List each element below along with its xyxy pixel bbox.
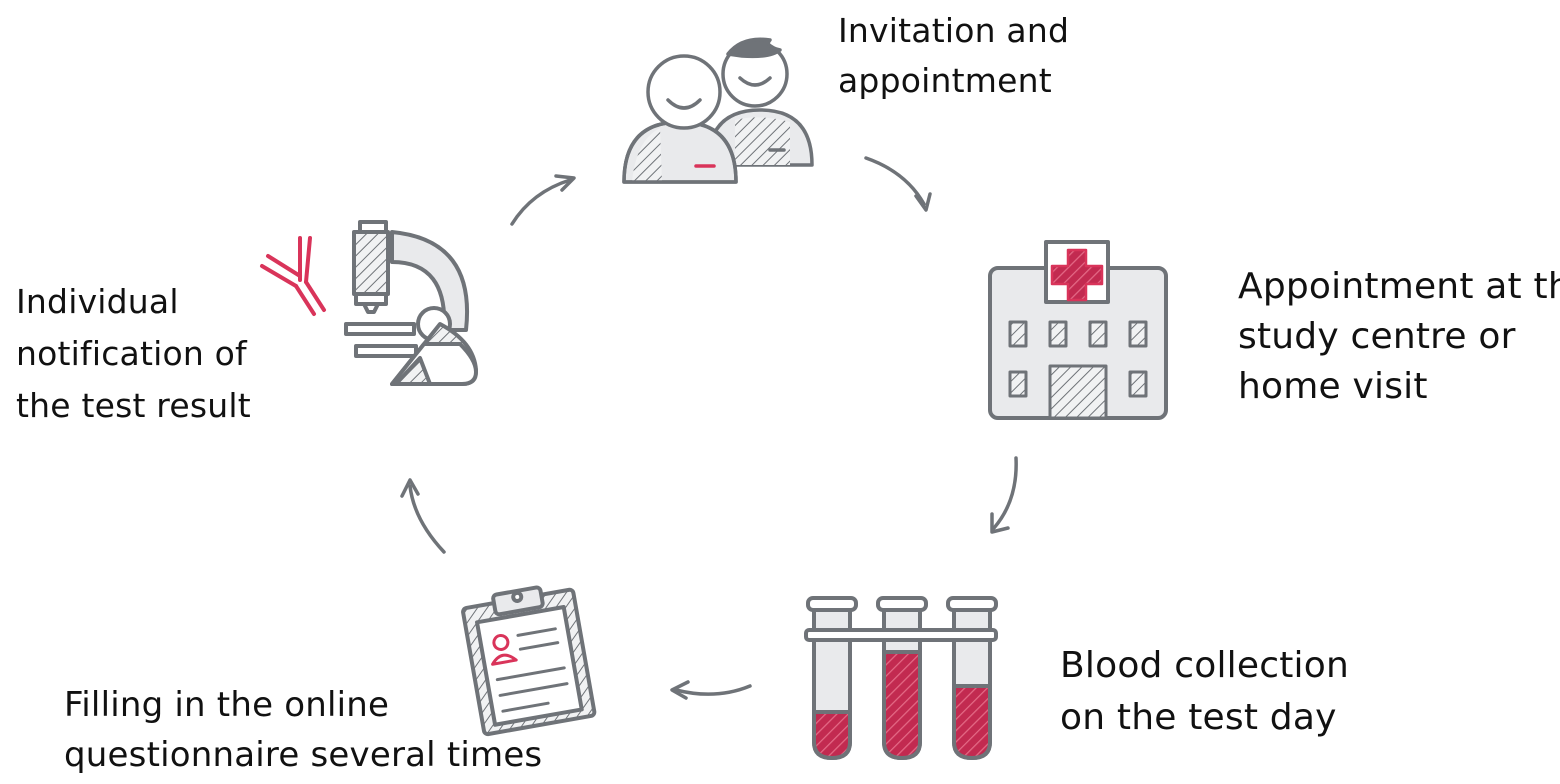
- arrow-appointment-to-blood: [990, 456, 1018, 534]
- microscope-icon: [260, 220, 478, 386]
- appointment-label: Appointment at the study centre or home …: [1238, 262, 1560, 412]
- arrow-notification-to-invite: [510, 174, 576, 226]
- test-tubes-icon: [804, 596, 998, 760]
- clipboard-icon: [461, 585, 597, 737]
- arrow-invite-to-appointment: [864, 156, 932, 212]
- notification-label: Individual notification of the test resu…: [16, 276, 251, 432]
- blood-label-line1: Blood collection: [1060, 645, 1349, 686]
- questionnaire-label-line2: questionnaire several times: [64, 735, 543, 775]
- appointment-label-line3: home visit: [1238, 366, 1428, 407]
- questionnaire-label-line1: Filling in the online: [64, 685, 390, 725]
- blood-collection-label: Blood collection on the test day: [1060, 640, 1349, 744]
- questionnaire-label: Filling in the online questionnaire seve…: [64, 680, 542, 780]
- notification-label-line2: notification of: [16, 334, 247, 373]
- hospital-icon: [988, 240, 1168, 420]
- notification-label-line3: the test result: [16, 386, 251, 425]
- appointment-label-line1: Appointment at the: [1238, 266, 1560, 307]
- notification-label-line1: Individual: [16, 282, 179, 321]
- invitation-label: Invitation and appointment: [838, 6, 1069, 106]
- invitation-label-line2: appointment: [838, 61, 1052, 100]
- invitation-label-line1: Invitation and: [838, 11, 1070, 50]
- arrow-questionnaire-to-notification: [400, 478, 446, 554]
- arrow-blood-to-questionnaire: [670, 680, 752, 700]
- appointment-label-line2: study centre or: [1238, 316, 1516, 357]
- people-icon: [622, 37, 814, 184]
- blood-label-line2: on the test day: [1060, 697, 1337, 738]
